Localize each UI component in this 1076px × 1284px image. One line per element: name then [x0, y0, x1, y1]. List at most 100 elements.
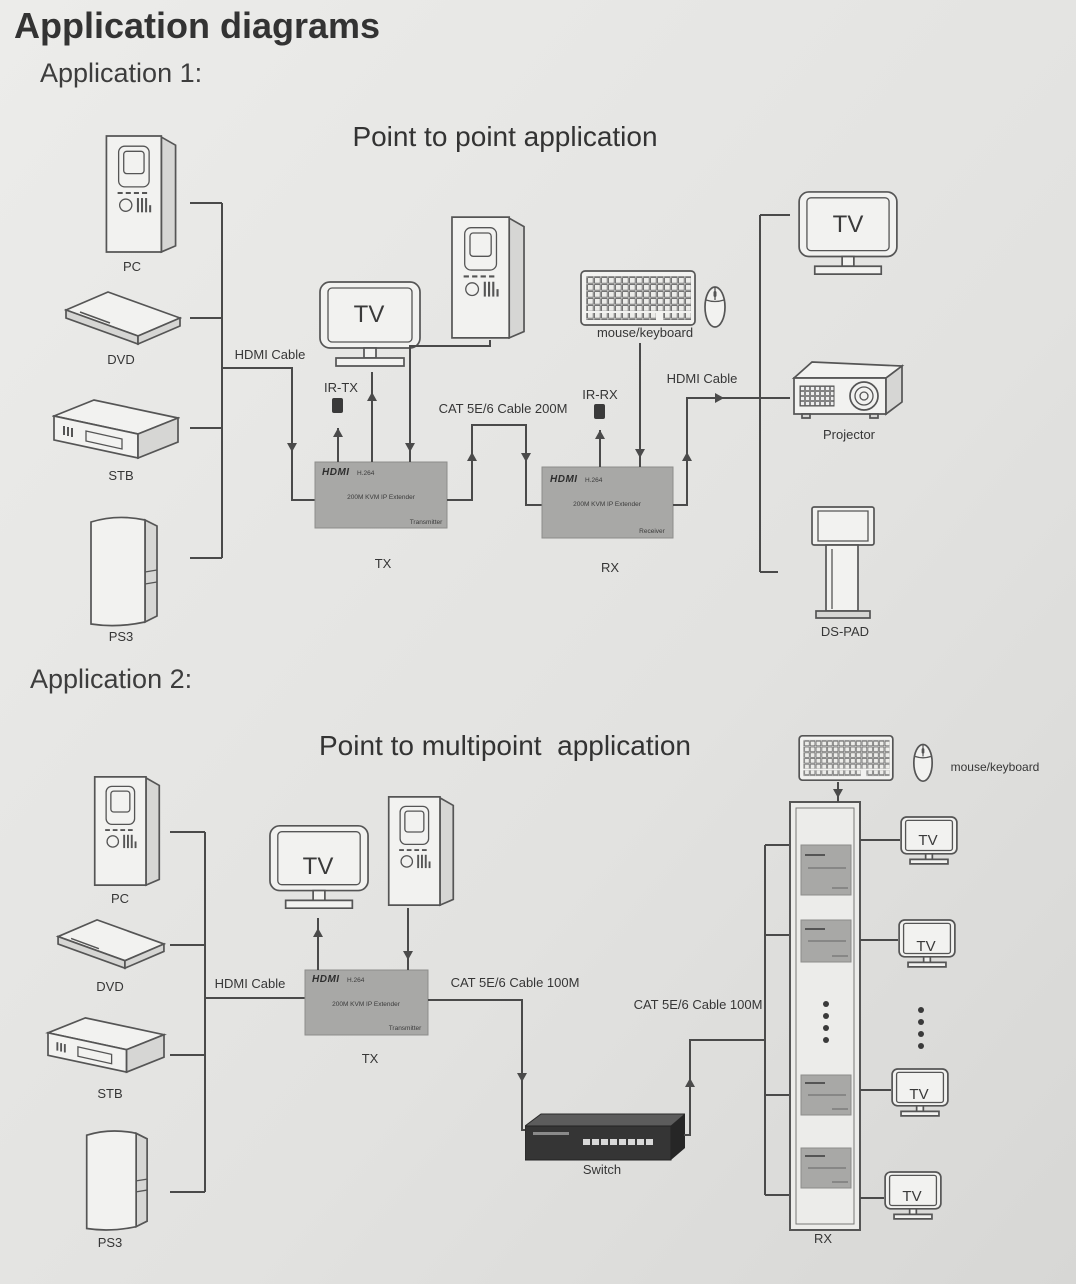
ds-pad-label: DS-PAD: [821, 624, 869, 639]
application-2: Application 2: Point to multipoint appli…: [30, 664, 1039, 1250]
arrow-up: [682, 452, 692, 461]
rx-module: [800, 1147, 852, 1189]
pc-label: PC: [123, 259, 141, 274]
pc-icon: [93, 775, 161, 887]
tx-box: [304, 969, 429, 1036]
mouse-icon: [704, 286, 726, 328]
rx-role: Receiver: [639, 528, 665, 535]
tx-box: [314, 461, 448, 529]
rx-box: [541, 466, 674, 539]
hdmi-in-label: HDMI Cable: [215, 976, 286, 991]
rx-extender: HDMI H.264 200M KVM IP Extender Receiver: [541, 466, 674, 539]
tx-model: 200M KVM IP Extender: [332, 1001, 401, 1008]
projector-icon: [793, 361, 903, 419]
stb-label: STB: [97, 1086, 122, 1101]
rx-codec: H.264: [585, 477, 603, 484]
display-lines: [860, 839, 900, 1199]
pc-icon: [105, 135, 177, 253]
arrow-down: [517, 1073, 527, 1082]
ps3-label: PS3: [109, 629, 134, 644]
source-bus-line: [190, 202, 223, 559]
source-bus-line: [170, 831, 206, 1193]
arrow-down: [403, 951, 413, 960]
tx-hdmi-logo: HDMI: [322, 467, 350, 478]
tx-codec: H.264: [357, 470, 375, 477]
arrow-down: [287, 443, 297, 452]
projector-label: Projector: [823, 427, 876, 442]
rx-label: RX: [601, 560, 619, 575]
arrow-down: [635, 449, 645, 458]
display-tv-label: TV: [909, 1086, 928, 1103]
mouse-icon: [912, 743, 934, 783]
arrow-up: [467, 452, 477, 461]
rx-rack-inner: [795, 807, 855, 1225]
rx-label: RX: [814, 1231, 832, 1246]
local-pc-icon: [450, 216, 526, 339]
local-tv-label: TV: [303, 853, 334, 880]
rx-ellipsis-dots: [823, 1001, 829, 1043]
tx-role: Transmitter: [389, 1025, 422, 1032]
rx-hdmi-logo: HDMI: [550, 474, 578, 485]
tx-codec: H.264: [347, 977, 365, 984]
rx-module: [800, 1074, 852, 1116]
cat-cable-out-line: [684, 1039, 765, 1136]
page-title: Application diagrams: [14, 5, 380, 46]
app2-heading: Application 2:: [30, 664, 192, 694]
local-tv-label: TV: [354, 301, 385, 328]
rx-bus-line: [764, 844, 790, 1196]
ps3-label: PS3: [98, 1235, 123, 1250]
pc-to-tx-line: [409, 340, 491, 462]
keyboard-label: mouse/keyboard: [597, 325, 693, 340]
tx-hdmi-logo: HDMI: [312, 974, 340, 985]
application-1: Application 1: Point to point applicatio…: [40, 58, 903, 644]
ir-rx-label: IR-RX: [582, 387, 618, 402]
tx-extender: HDMI H.264 200M KVM IP Extender Transmit…: [304, 969, 429, 1036]
rx-module: [800, 919, 852, 963]
ir-tx-sensor-icon: [332, 398, 343, 413]
tx-role: Transmitter: [410, 519, 443, 526]
arrow-right: [715, 393, 724, 403]
tx-model: 200M KVM IP Extender: [347, 494, 416, 501]
rx-rack: [789, 801, 861, 1231]
pc-label: PC: [111, 891, 129, 906]
display-tv-label: TV: [902, 1188, 921, 1205]
tx-label: TX: [375, 556, 392, 571]
arrow-up: [595, 430, 605, 439]
hdmi-out-label: HDMI Cable: [667, 371, 738, 386]
arrow-up: [313, 928, 323, 937]
display-tv-label: TV: [916, 938, 935, 955]
keyboard-label: mouse/keyboard: [951, 760, 1040, 774]
cat-cable-label: CAT 5E/6 Cable 200M: [439, 401, 568, 416]
arrow-down: [405, 443, 415, 452]
app1-title: Point to point application: [352, 121, 657, 152]
rx-model: 200M KVM IP Extender: [573, 501, 642, 508]
app2-title: Point to multipoint application: [319, 730, 691, 761]
dvd-label: DVD: [107, 352, 134, 367]
ps3-icon: [85, 1130, 148, 1231]
app1-heading: Application 1:: [40, 58, 202, 88]
arrow-up: [685, 1078, 695, 1087]
arrow-up: [333, 428, 343, 437]
tx-label: TX: [362, 1051, 379, 1066]
ir-tx-label: IR-TX: [324, 380, 358, 395]
output-bus-line: [759, 214, 790, 573]
dvd-label: DVD: [96, 979, 123, 994]
stb-label: STB: [108, 468, 133, 483]
cat-cable-in-label: CAT 5E/6 Cable 100M: [451, 975, 580, 990]
switch-icon: [525, 1113, 685, 1161]
output-tv-label: TV: [833, 211, 864, 238]
tx-extender: HDMI H.264 200M KVM IP Extender Transmit…: [314, 461, 448, 529]
keyboard-icon: [580, 270, 696, 326]
arrow-down: [833, 789, 843, 798]
arrow-up: [367, 392, 377, 401]
rx-module: [800, 844, 852, 896]
cat-cable-line: [447, 424, 542, 506]
local-pc-icon: [387, 795, 455, 907]
switch-label: Switch: [583, 1162, 621, 1177]
hdmi-in-label: HDMI Cable: [235, 347, 306, 362]
ps3-icon: [90, 516, 158, 627]
ir-rx-sensor-icon: [594, 404, 605, 419]
cat-cable-out-label: CAT 5E/6 Cable 100M: [634, 997, 763, 1012]
arrow-down: [521, 453, 531, 462]
